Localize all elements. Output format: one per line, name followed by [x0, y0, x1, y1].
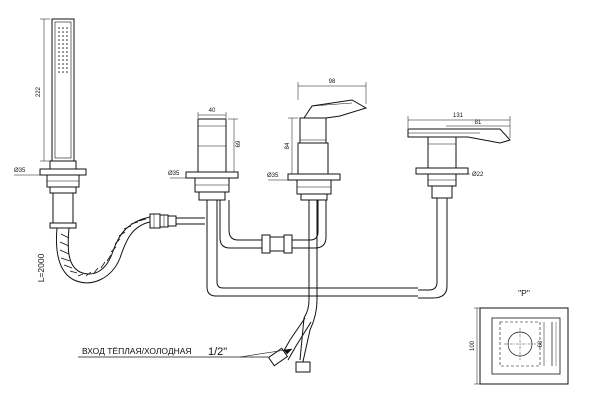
dim-handle-width: 40 [209, 108, 216, 114]
dim-handle-height: 69 [236, 140, 242, 147]
inlet-leader [78, 348, 293, 358]
dim-spout-diameter: Ø22 [472, 172, 484, 178]
hand-shower [14, 18, 87, 229]
bath-spout [407, 116, 511, 299]
dim-handle-diameter: Ø35 [168, 171, 180, 177]
dim-spout-reach: 81 [475, 120, 482, 126]
dim-mixer-width: 98 [329, 79, 336, 85]
dim-mixer-height: 84 [285, 142, 291, 149]
dim-shower-222: 222 [36, 86, 42, 97]
dim-hose-length: L=2000 [36, 253, 46, 282]
inlet-label: ВХОД ТЁПЛАЯ/ХОЛОДНАЯ [82, 346, 192, 356]
shower-hose [56, 216, 151, 284]
dimension-texts: 222 Ø35 L=2000 40 69 Ø35 98 84 Ø35 131 8… [14, 79, 484, 282]
detail-dim-height: 60 [538, 340, 544, 347]
dim-spout-length: 131 [453, 113, 464, 119]
inlet-size: 1/2" [208, 346, 227, 358]
hose-connector [149, 213, 205, 229]
detail-dim-width: 100 [470, 340, 476, 351]
diverter-valve [170, 112, 239, 201]
supply-piping [206, 200, 418, 373]
inlet-texts: ВХОД ТЁПЛАЯ/ХОЛОДНАЯ 1/2" [82, 346, 227, 358]
mixer-valve [268, 82, 368, 201]
detail-title: "P" [518, 288, 530, 298]
detail-texts: "P" 100 60 [470, 288, 544, 351]
dim-mixer-diameter: Ø35 [267, 173, 279, 179]
dim-shower-diameter: Ø35 [14, 168, 26, 174]
detail-p [474, 307, 569, 385]
